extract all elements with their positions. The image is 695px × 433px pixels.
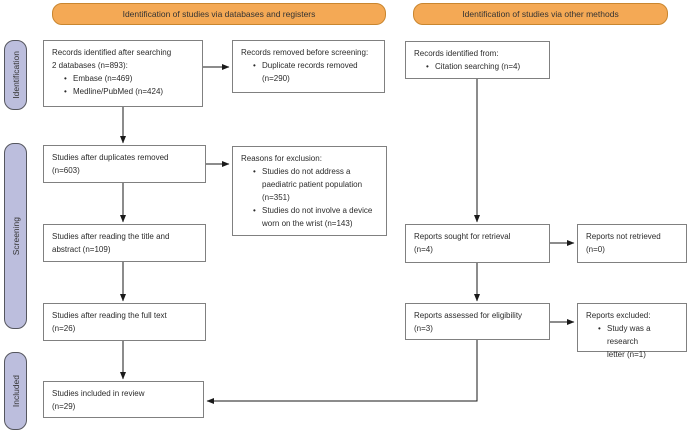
box-title: Studies after reading the full text (n=2… <box>52 311 167 333</box>
box-title-abstract: Studies after reading the title and abst… <box>43 224 206 262</box>
box-title: Studies after reading the title and abst… <box>52 232 170 254</box>
box-title: Studies included in review (n=29) <box>52 389 145 411</box>
banner-databases-registers: Identification of studies via databases … <box>52 3 386 25</box>
box-title: Reports assessed for eligibility (n=3) <box>414 311 523 333</box>
box-included-review: Studies included in review (n=29) <box>43 381 204 418</box>
stage-screening: Screening <box>4 143 27 329</box>
box-bullet: Studies do not address a paediatric pati… <box>253 165 380 204</box>
banner-label: Identification of studies via other meth… <box>462 9 619 19</box>
box-title: Reports sought for retrieval (n=4) <box>414 232 511 254</box>
box-reports-not-retrieved: Reports not retrieved (n=0) <box>577 224 687 263</box>
box-title: Reports excluded: <box>586 311 651 320</box>
box-reports-assessed: Reports assessed for eligibility (n=3) <box>405 303 550 340</box>
stage-included: Included <box>4 352 27 430</box>
box-reports-sought: Reports sought for retrieval (n=4) <box>405 224 550 263</box>
box-duplicates-removed: Studies after duplicates removed (n=603) <box>43 145 206 183</box>
box-bullet: Duplicate records removed (n=290) <box>253 59 378 85</box>
stage-label: Included <box>10 374 21 408</box>
box-title: Reasons for exclusion: <box>241 154 322 163</box>
stage-identification: Identification <box>4 40 27 110</box>
box-records-removed: Records removed before screening: Duplic… <box>232 40 385 93</box>
box-bullet: Medline/PubMed (n=424) <box>64 85 196 98</box>
stage-label: Screening <box>10 216 21 256</box>
connector-arrow <box>206 340 478 404</box>
box-title: Records identified after searching 2 dat… <box>52 48 172 70</box>
banner-label: Identification of studies via databases … <box>122 9 316 19</box>
box-records-other: Records identified from: Citation search… <box>405 41 550 79</box>
box-title: Records identified from: <box>414 49 499 58</box>
box-bullet: Study was a research letter (n=1) <box>598 322 680 361</box>
box-reports-excluded: Reports excluded: Study was a research l… <box>577 303 687 359</box>
box-title: Records removed before screening: <box>241 48 369 57</box>
box-bullet: Citation searching (n=4) <box>426 60 543 73</box>
box-bullet: Studies do not involve a device worn on … <box>253 204 380 230</box>
box-title: Studies after duplicates removed (n=603) <box>52 153 169 175</box>
stage-label: Identification <box>10 51 21 99</box>
box-records-identified: Records identified after searching 2 dat… <box>43 40 203 107</box>
box-full-text: Studies after reading the full text (n=2… <box>43 303 206 341</box>
box-title: Reports not retrieved (n=0) <box>586 232 661 254</box>
box-bullet: Embase (n=469) <box>64 72 196 85</box>
banner-other-methods: Identification of studies via other meth… <box>413 3 668 25</box>
box-reasons-exclusion: Reasons for exclusion: Studies do not ad… <box>232 146 387 236</box>
